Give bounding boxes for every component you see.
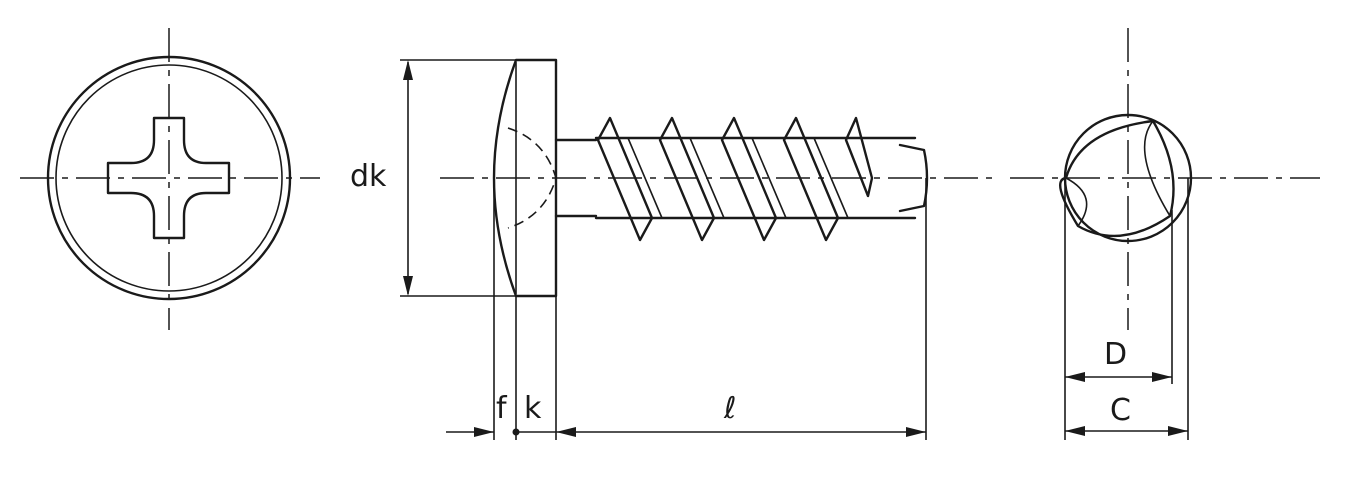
thread-crest: [782, 116, 840, 242]
thread-crest: [720, 116, 778, 242]
thread-crest-last: [844, 116, 874, 198]
f-arrow: [474, 427, 494, 437]
d-label: D: [1104, 337, 1127, 372]
trilobular-lobe: [1065, 120, 1171, 227]
c-label: C: [1110, 393, 1131, 428]
dk-label: dk: [350, 159, 387, 194]
dk-arrow-top: [403, 60, 413, 80]
thread-helix: [689, 137, 725, 219]
length-arrow-end: [906, 427, 926, 437]
head-top-view: [20, 28, 320, 330]
c-arrow-left: [1065, 426, 1085, 436]
d-arrow-left: [1065, 372, 1085, 382]
c-arrow-right: [1168, 426, 1188, 436]
thread-crest: [596, 116, 654, 242]
screw-tip: [898, 143, 929, 213]
thread-crest: [658, 116, 716, 242]
thread-crests: [596, 116, 874, 242]
trilobular-profile-icon: [1058, 119, 1175, 238]
screw-side-view: dk f k ℓ: [350, 58, 1000, 440]
head-outer-circle: [46, 55, 292, 301]
thread-end-view: D C: [1010, 28, 1320, 440]
shank-outline: [554, 138, 598, 218]
thread-helix: [627, 137, 663, 219]
length-label: ℓ: [723, 391, 736, 426]
f-label: f: [496, 391, 508, 426]
k-label: k: [524, 391, 542, 426]
thread-helix: [751, 137, 787, 219]
d-arrow-right: [1152, 372, 1172, 382]
dk-arrow-bottom: [403, 276, 413, 296]
f-k-junction-dot: [512, 428, 520, 436]
recess-hidden-line: [507, 127, 557, 229]
thread-helix: [813, 137, 849, 219]
phillips-recess-icon: [106, 116, 231, 240]
head-inner-circle: [55, 64, 283, 292]
